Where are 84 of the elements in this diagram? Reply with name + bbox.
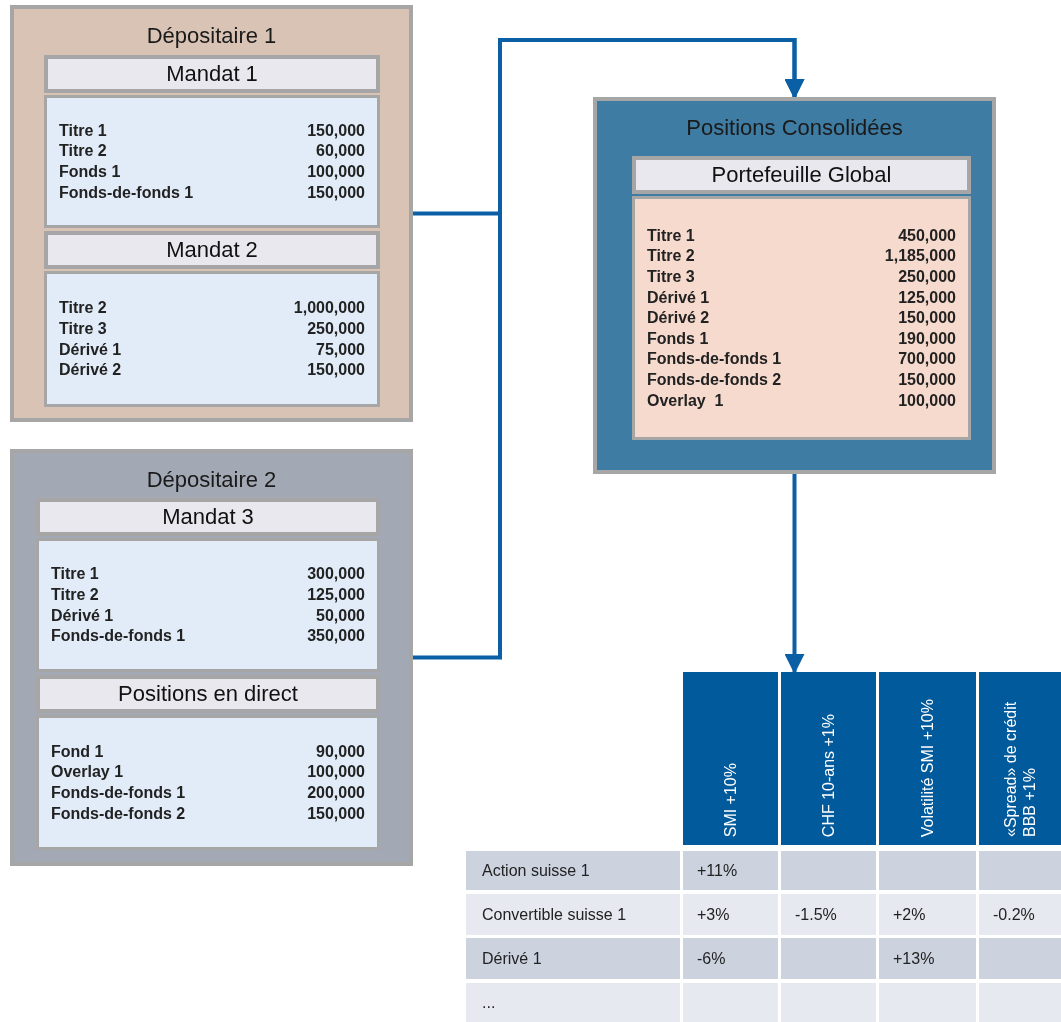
column-header-text: Volatilité SMI +10% [917, 698, 937, 837]
row-header-cell: Action suisse 1 [466, 851, 680, 890]
holding-name: Titre 1 [51, 565, 100, 583]
holding-name: Titre 3 [647, 268, 696, 286]
holding-value: 125,000 [307, 585, 365, 604]
table-cell: +3% [683, 894, 778, 935]
holding-name: Fonds-de-fonds 1 [59, 183, 195, 202]
holdings-list [632, 196, 971, 440]
table-cell: -6% [683, 938, 778, 979]
panel-title: Dépositaire 1 [145, 23, 278, 50]
sensitivity-table [466, 672, 1061, 1022]
holding-name: Titre 2 [51, 585, 100, 604]
holding-value: 150,000 [306, 361, 365, 379]
holding-name: Fonds-de-fonds 2 [51, 804, 187, 823]
holding-name: Fond 1 [51, 742, 105, 761]
holding-name: Fonds-de-fonds 1 [51, 627, 187, 645]
holding-name: Titre 3 [59, 319, 108, 338]
holding-name: Titre 2 [59, 142, 108, 160]
group-panel [593, 97, 996, 474]
column-header-text: SMI +10% [720, 762, 740, 837]
holding-value: 700,000 [897, 350, 956, 368]
holding-value: 1,185,000 [884, 247, 956, 265]
table-cell: +13% [879, 938, 976, 979]
connector-arrow [413, 38, 805, 660]
panel-title: Dépositaire 2 [145, 467, 278, 494]
holding-value: 150,000 [307, 121, 365, 140]
holding-value: 150,000 [307, 804, 365, 823]
holding-value: 100,000 [307, 163, 365, 181]
holding-name: Fonds 1 [647, 329, 710, 348]
holding-name: Titre 2 [59, 299, 108, 317]
holding-value: 150,000 [897, 371, 956, 389]
holding-value: 190,000 [897, 329, 956, 348]
panel-title: Positions Consolidées [685, 115, 904, 142]
holding-value: 250,000 [306, 319, 365, 338]
holding-value: 250,000 [897, 268, 956, 286]
holding-name: Titre 1 [647, 226, 696, 245]
holding-value: 150,000 [307, 183, 365, 202]
holding-value: 350,000 [307, 627, 365, 645]
row-header-cell: ... [466, 983, 680, 1022]
holding-name: Dérivé 1 [647, 288, 711, 307]
table-cell: -0.2% [979, 894, 1061, 935]
holding-name: Fonds-de-fonds 1 [51, 784, 187, 802]
holding-value: 60,000 [315, 142, 365, 160]
section-header: Mandat 2 [44, 231, 380, 269]
holding-value: 90,000 [315, 742, 365, 761]
holding-name: Titre 2 [647, 247, 696, 265]
row-header-cell: Convertible suisse 1 [466, 894, 680, 935]
holdings-list [36, 538, 380, 672]
holding-value: 300,000 [307, 565, 365, 583]
holding-value: 100,000 [897, 391, 956, 410]
holding-name: Fonds 1 [59, 163, 122, 181]
holding-name: Dérivé 1 [51, 606, 115, 625]
holding-name: Dérivé 2 [59, 361, 123, 379]
section-header: Mandat 3 [36, 498, 380, 536]
holdings-list [36, 715, 380, 850]
holdings-list [44, 95, 380, 228]
holding-value: 150,000 [897, 309, 956, 327]
column-header-text: CHF 10-ans +1% [818, 713, 838, 837]
column-header-text: «Spread» de crédit BBB +1% [1000, 700, 1039, 837]
holdings-list [44, 271, 380, 407]
table-cell: +11% [683, 851, 778, 890]
holding-value: 50,000 [315, 606, 365, 625]
holding-name: Fonds-de-fonds 2 [647, 371, 783, 389]
holding-name: Dérivé 1 [59, 340, 123, 359]
holding-value: 75,000 [315, 340, 365, 359]
holding-name: Overlay 1 [51, 763, 125, 781]
holding-name: Dérivé 2 [647, 309, 711, 327]
group-panel [10, 449, 413, 866]
holding-name: Overlay 1 [647, 391, 725, 410]
holding-value: 450,000 [897, 226, 956, 245]
holding-value: 1,000,000 [293, 299, 365, 317]
holding-value: 125,000 [897, 288, 956, 307]
table-cell: -1.5% [781, 894, 876, 935]
section-header: Portefeuille Global [632, 156, 971, 194]
group-panel [10, 5, 413, 422]
holding-name: Titre 1 [59, 121, 108, 140]
connector-arrow [784, 474, 805, 674]
holding-name: Fonds-de-fonds 1 [647, 350, 783, 368]
section-header: Positions en direct [36, 675, 380, 713]
holding-value: 200,000 [307, 784, 365, 802]
section-header: Mandat 1 [44, 55, 380, 93]
holding-value: 100,000 [307, 763, 365, 781]
table-cell: +2% [879, 894, 976, 935]
row-header-cell: Dérivé 1 [466, 938, 680, 979]
